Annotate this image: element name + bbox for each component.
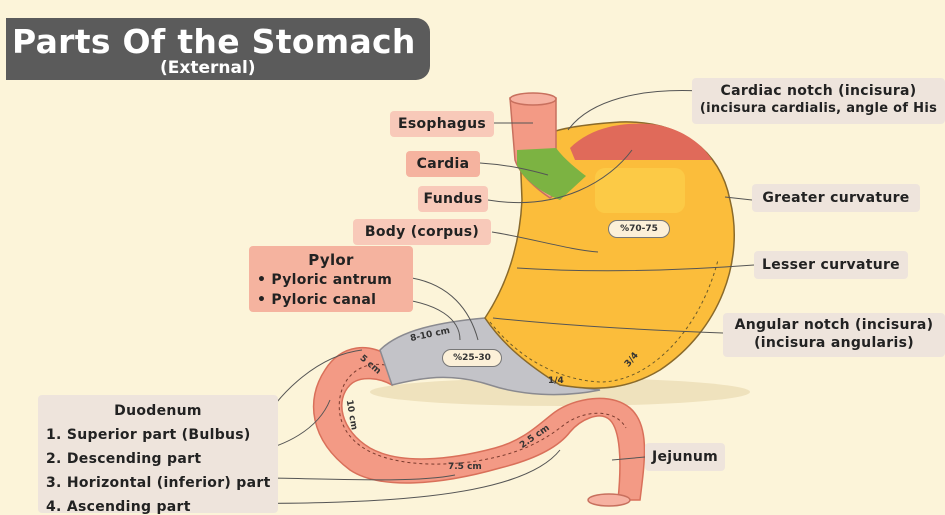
duodenum-text-1: Superior part (Bulbus) (67, 427, 251, 443)
label-fundus: Fundus (418, 186, 488, 212)
duodenum-item-3: 3. Horizontal (inferior) part (46, 471, 271, 495)
measure-horizontal-length: 7.5 cm (448, 462, 482, 472)
duodenum-title: Duodenum (114, 399, 202, 423)
label-cardiac-notch: Cardiac notch (incisura) (incisura cardi… (692, 78, 945, 124)
cardiac-notch-line2: (incisura cardialis, angle of His (700, 100, 937, 118)
duodenum-num-4: 4. (46, 499, 62, 515)
pylor-title: Pylor (308, 250, 353, 270)
jejunum-opening (588, 494, 630, 506)
duodenum-num-1: 1. (46, 427, 62, 443)
duodenum-text-2: Descending part (67, 451, 201, 467)
pylor-item-antrum: • Pyloric antrum (257, 270, 392, 290)
duodenum-item-1: 1. Superior part (Bulbus) (46, 423, 251, 447)
label-jejunum: Jejunum (645, 443, 725, 471)
angular-notch-line2: (incisura angularis) (754, 334, 914, 352)
duodenum-num-3: 3. (46, 475, 62, 491)
pct-pylor-badge: %25-30 (442, 349, 502, 367)
label-body: Body (corpus) (353, 219, 491, 245)
duodenum-box: Duodenum 1. Superior part (Bulbus) 2. De… (38, 395, 278, 513)
page-subtitle: (External) (160, 58, 256, 78)
page-title: Parts Of the Stomach (12, 22, 416, 61)
cardiac-notch-line1: Cardiac notch (incisura) (721, 82, 917, 100)
title-banner: Parts Of the Stomach (External) (6, 18, 430, 80)
pylor-box: Pylor • Pyloric antrum • Pyloric canal (249, 246, 413, 312)
label-esophagus: Esophagus (390, 111, 494, 137)
fraction-quarter: 1/4 (548, 376, 564, 386)
duodenum-item-2: 2. Descending part (46, 447, 201, 471)
label-cardia: Cardia (406, 151, 480, 177)
label-angular-notch: Angular notch (incisura) (incisura angul… (723, 313, 945, 357)
esophagus-opening (510, 93, 556, 105)
label-greater-curvature: Greater curvature (752, 184, 920, 212)
pct-body-badge: %70-75 (608, 220, 670, 238)
angular-notch-line1: Angular notch (incisura) (735, 316, 934, 334)
duodenum-item-4: 4. Ascending part (46, 495, 191, 515)
label-lesser-curvature: Lesser curvature (754, 251, 908, 279)
duodenum-text-4: Ascending part (67, 499, 191, 515)
fundus-highlight (595, 168, 685, 213)
duodenum-text-3: Horizontal (inferior) part (67, 475, 271, 491)
duodenum-num-2: 2. (46, 451, 62, 467)
pylor-item-canal: • Pyloric canal (257, 290, 376, 310)
